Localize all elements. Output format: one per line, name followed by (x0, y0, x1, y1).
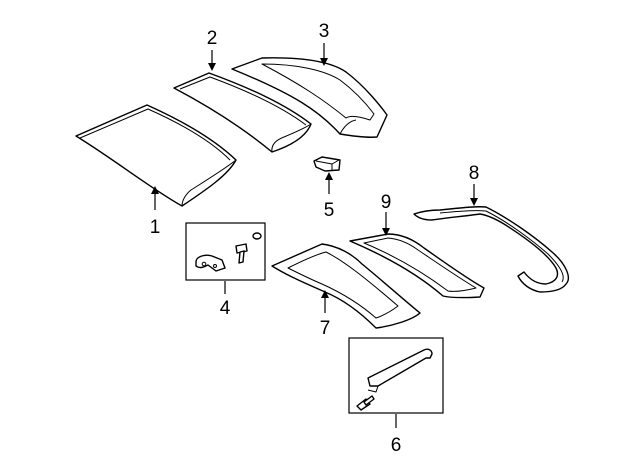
callout-1: 1 (150, 217, 161, 238)
leaders (151, 43, 478, 428)
part-7-rear-panel (271, 243, 421, 329)
callout-6: 6 (391, 435, 402, 456)
callout-7: 7 (320, 318, 331, 339)
part-4-hardware-box (185, 222, 266, 281)
part-1-roof-panel (75, 104, 237, 207)
callout-labels: 1 2 3 4 5 6 7 8 9 (150, 21, 480, 456)
part-5-bracket (313, 156, 341, 172)
callout-2: 2 (207, 28, 218, 49)
callout-4: 4 (220, 298, 231, 319)
callout-9: 9 (381, 192, 392, 213)
part-6-hardware-box (348, 337, 444, 414)
callout-3: 3 (319, 21, 330, 42)
part-9-window-frame (349, 233, 485, 299)
callout-5: 5 (324, 200, 335, 221)
part-3-rear-roof-panel (231, 57, 388, 138)
part-2-roof-panel (173, 72, 312, 153)
part-8-weatherstrip (413, 206, 570, 293)
callout-8: 8 (469, 163, 480, 184)
